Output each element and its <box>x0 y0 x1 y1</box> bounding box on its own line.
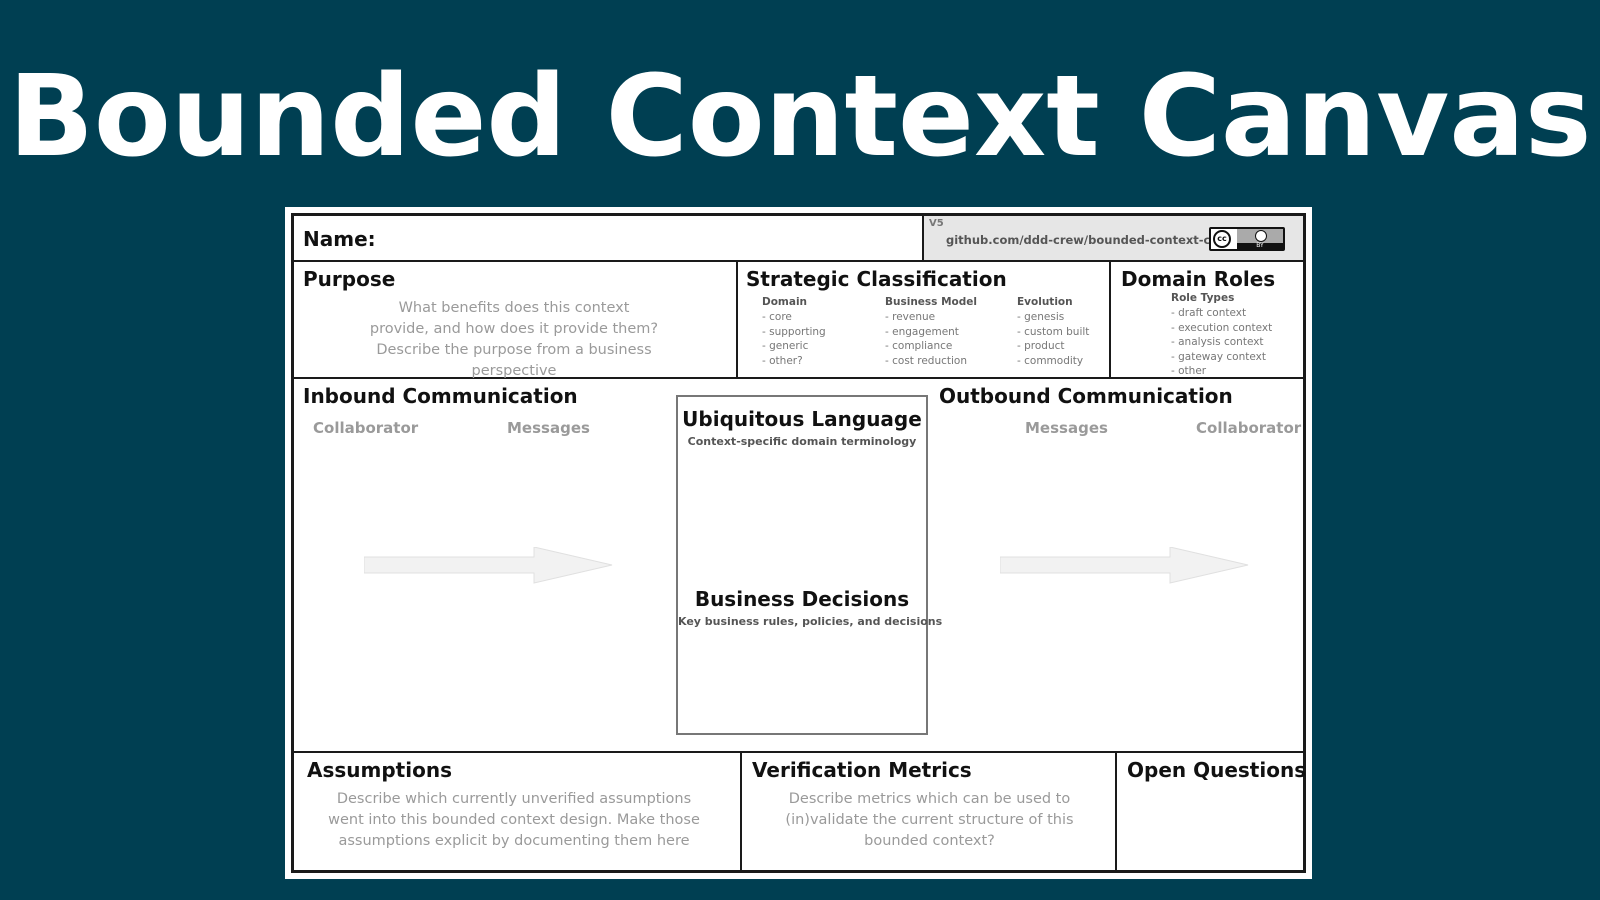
list-item: - revenue <box>885 311 936 323</box>
open-questions-section[interactable]: Open Questions <box>1116 752 1306 873</box>
verification-metrics-section[interactable]: Verification Metrics Describe metrics wh… <box>741 752 1116 873</box>
list-item: - supporting <box>762 325 826 338</box>
list-item: - cost reduction <box>885 354 968 367</box>
ubiquitous-language-title: Ubiquitous Language <box>682 407 922 431</box>
inbound-title: Inbound Communication <box>303 384 578 408</box>
domain-heading: Domain <box>762 296 808 308</box>
list-item: - product <box>1017 340 1065 352</box>
list-item: - custom built <box>1017 325 1090 338</box>
ubiquitous-language-subtitle: Context-specific domain terminology <box>687 435 917 448</box>
business-decisions-title: Business Decisions <box>694 587 910 611</box>
outbound-messages-header: Messages <box>1025 419 1108 437</box>
domain-roles-title: Domain Roles <box>1121 267 1276 291</box>
arrow-right-icon <box>364 547 613 584</box>
assumptions-title: Assumptions <box>307 758 452 782</box>
business-model-heading: Business Model <box>885 296 977 308</box>
purpose-description: What benefits does this context provide,… <box>369 300 659 379</box>
list-item: - compliance <box>885 340 953 352</box>
inbound-collaborator-header: Collaborator <box>313 419 419 437</box>
list-item: - analysis context <box>1171 336 1264 348</box>
list-item: - genesis <box>1017 311 1065 323</box>
communication-section: Inbound Communication Collaborator Messa… <box>291 378 1306 752</box>
page-title: Bounded Context Canvas <box>8 52 1592 182</box>
verification-title: Verification Metrics <box>752 758 972 782</box>
purpose-section[interactable]: Purpose What benefits does this context … <box>291 261 737 379</box>
strategic-classification-section[interactable]: Strategic Classification Domain - core -… <box>737 261 1110 378</box>
list-item: - draft context <box>1171 307 1247 319</box>
business-decisions-subtitle: Key business rules, policies, and decisi… <box>678 615 943 628</box>
purpose-title: Purpose <box>303 267 396 291</box>
list-item: - commodity <box>1017 354 1084 367</box>
repo-link[interactable]: github.com/ddd-crew/bounded-context-canv… <box>946 233 1249 247</box>
name-cell[interactable]: Name: <box>291 213 923 261</box>
assumptions-section[interactable]: Assumptions Describe which currently unv… <box>291 752 741 873</box>
list-item: - engagement <box>885 325 959 338</box>
business-model-column: Business Model - revenue - engagement - … <box>885 296 977 368</box>
by-label: BY <box>1237 243 1283 249</box>
version-label: V5 <box>929 218 944 229</box>
outbound-title: Outbound Communication <box>939 384 1233 408</box>
list-item: - gateway context <box>1171 350 1266 363</box>
cc-by-icon: cc BY <box>1209 227 1285 251</box>
list-item: - execution context <box>1171 321 1273 334</box>
bounded-context-canvas: Name: V5 github.com/ddd-crew/bounded-con… <box>285 207 1312 879</box>
cc-logo: cc <box>1213 230 1231 248</box>
list-item: - other? <box>762 354 803 367</box>
arrow-right-icon <box>1000 547 1249 584</box>
domain-roles-section[interactable]: Domain Roles Role Types - draft context … <box>1110 261 1306 378</box>
by-person-icon <box>1255 230 1267 242</box>
evolution-heading: Evolution <box>1017 296 1073 308</box>
open-questions-title: Open Questions <box>1127 758 1307 782</box>
domain-column: Domain - core - supporting - generic - o… <box>762 296 826 368</box>
list-item: - generic <box>762 340 809 352</box>
outbound-collaborator-header: Collaborator <box>1196 419 1302 437</box>
strategic-title: Strategic Classification <box>746 267 1007 291</box>
list-item: - other <box>1171 365 1207 377</box>
ubiquitous-language-box[interactable]: Ubiquitous Language Context-specific dom… <box>676 395 943 735</box>
list-item: - core <box>762 311 792 323</box>
assumptions-description: Describe which currently unverified assu… <box>328 791 700 849</box>
header-meta: V5 github.com/ddd-crew/bounded-context-c… <box>923 213 1306 261</box>
name-label: Name: <box>303 227 376 251</box>
role-types-heading: Role Types <box>1171 292 1235 304</box>
role-types-list: Role Types - draft context - execution c… <box>1171 292 1272 379</box>
inbound-messages-header: Messages <box>507 419 590 437</box>
evolution-column: Evolution - genesis - custom built - pro… <box>1017 296 1089 368</box>
verification-description: Describe metrics which can be used to (i… <box>785 791 1074 849</box>
